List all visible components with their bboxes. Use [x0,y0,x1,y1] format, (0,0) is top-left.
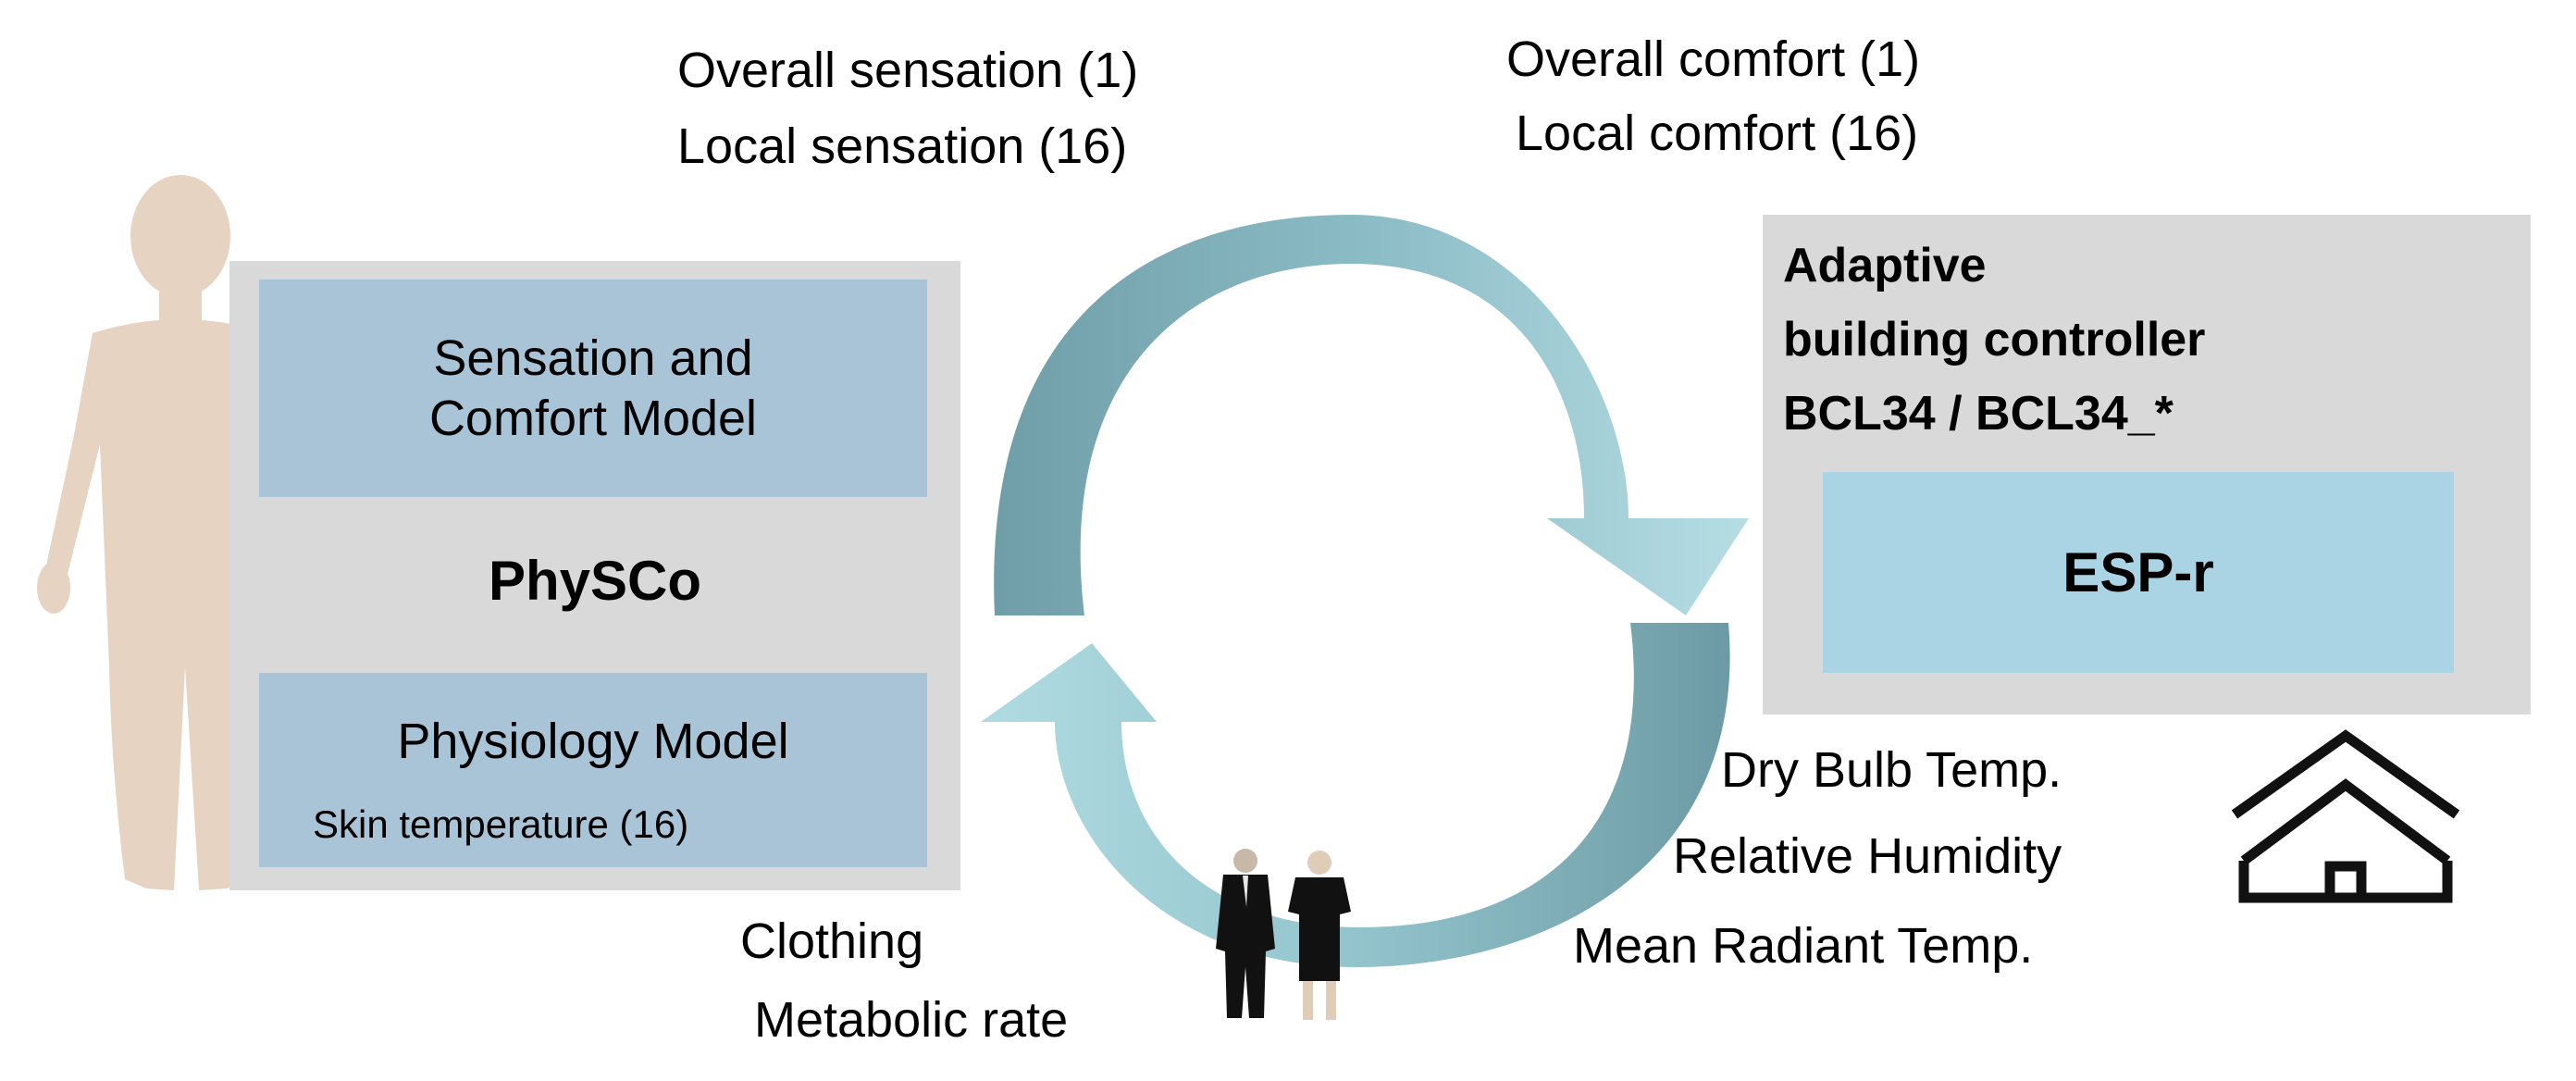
sensation-comfort-model-box: Sensation and Comfort Model [259,280,927,497]
physiology-model-label: Physiology Model [397,714,789,769]
arrow-bottom [981,623,1730,967]
house-icon [2231,729,2460,903]
skin-temperature-label: Skin temperature (16) [313,802,689,846]
occupants-icon [1216,849,1351,1020]
controller-panel: Adaptive building controller BCL34 / BCL… [1763,215,2531,714]
physco-panel: Sensation and Comfort Model PhySCo Physi… [229,261,960,890]
overall-comfort-label: Overall comfort (1) [1506,31,1921,87]
local-sensation-label: Local sensation (16) [677,118,1128,174]
esp-r-box: ESP-r [1823,472,2454,673]
relative-humidity-label: Relative Humidity [1673,828,2062,884]
local-comfort-label: Local comfort (16) [1516,106,1919,161]
physco-title: PhySCo [488,550,702,612]
clothing-label: Clothing [740,913,924,969]
sensation-comfort-model-label: Sensation and Comfort Model [428,329,758,446]
mean-radiant-temp-label: Mean Radiant Temp. [1573,918,2034,974]
cycle-arrows [981,215,1749,967]
physiology-model-box: Physiology Model Skin temperature (16) [259,673,927,867]
controller-line3: BCL34 / BCL34_* [1783,387,2174,441]
controller-line2: building controller [1783,313,2206,367]
arrow-top [994,215,1749,615]
overall-sensation-label: Overall sensation (1) [677,43,1139,98]
esp-r-label: ESP-r [2062,540,2214,603]
dry-bulb-temp-label: Dry Bulb Temp. [1721,742,2062,798]
controller-line1: Adaptive [1783,239,1987,292]
metabolic-rate-label: Metabolic rate [754,992,1069,1048]
